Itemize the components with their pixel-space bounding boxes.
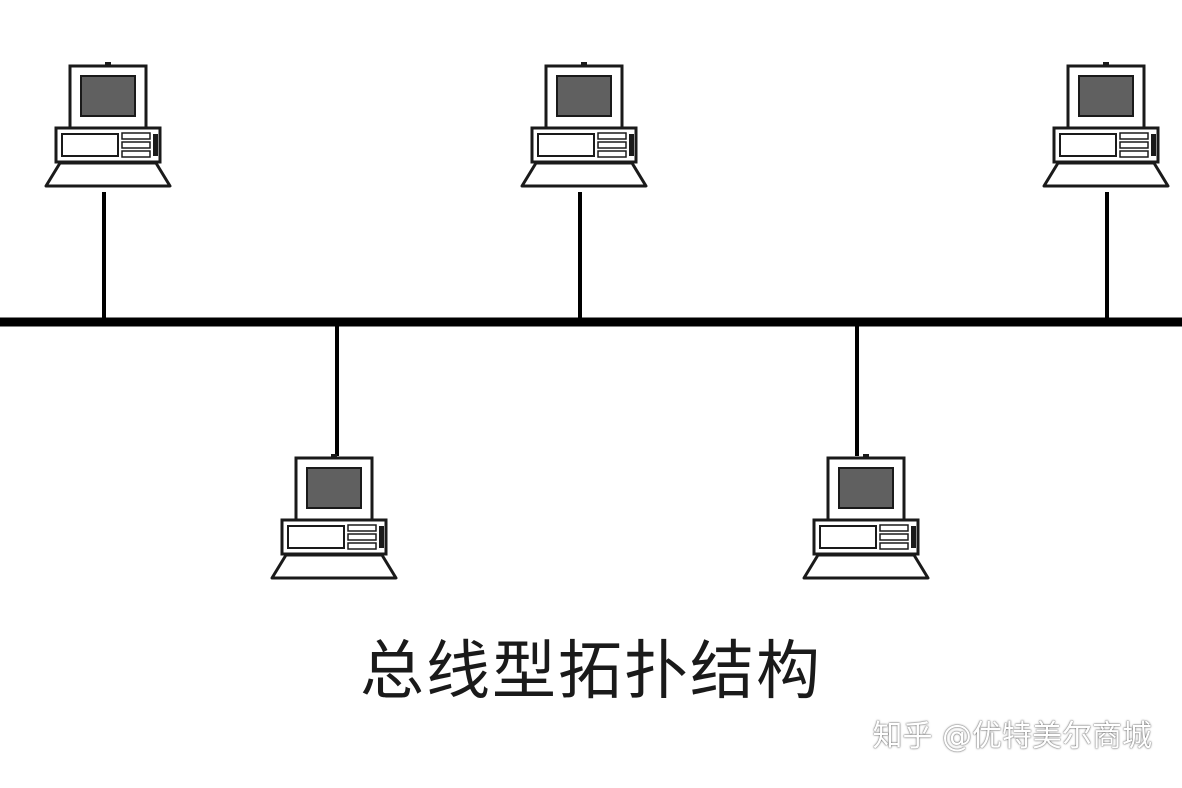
diagram-caption: 总线型拓扑结构: [360, 635, 822, 709]
computer-icon: [802, 452, 930, 580]
computer-icon: [44, 60, 172, 188]
computer-icon: [1042, 60, 1170, 188]
computer-icon: [270, 452, 398, 580]
watermark: 知乎 @优特美尔商城: [872, 719, 1152, 754]
computer-icon: [520, 60, 648, 188]
